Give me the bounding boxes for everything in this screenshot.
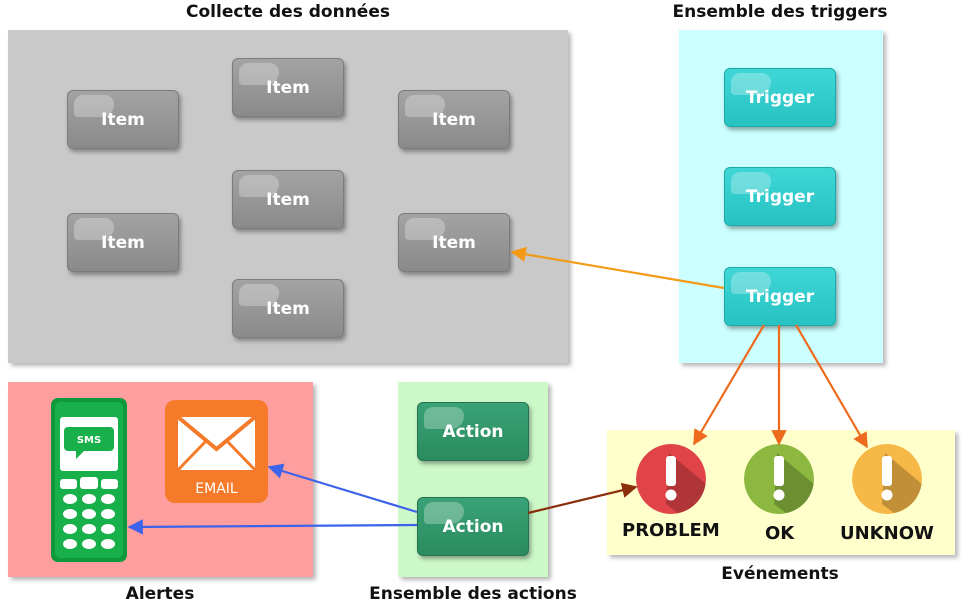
event-label-problem: PROBLEM: [622, 520, 720, 541]
actions-title: Ensemble des actions: [369, 584, 577, 604]
item-box[interactable]: Item: [232, 58, 344, 117]
item-label: Item: [266, 77, 310, 98]
item-box[interactable]: Item: [67, 213, 179, 272]
item-box[interactable]: Item: [67, 90, 179, 149]
trigger-label: Trigger: [745, 186, 815, 207]
sms-phone-icon: SMS: [51, 398, 127, 562]
action-box[interactable]: Action: [417, 402, 529, 461]
sms-text: SMS: [77, 435, 101, 446]
item-label: Item: [432, 232, 476, 253]
ok-warning-icon: [744, 444, 814, 514]
trigger-to-unknow-arrow: [795, 324, 868, 449]
item-box[interactable]: Item: [232, 279, 344, 338]
trigger-label: Trigger: [745, 286, 815, 307]
trigger-box[interactable]: Trigger: [724, 68, 836, 127]
trigger-box[interactable]: Trigger: [724, 267, 836, 326]
collecte-title: Collecte des données: [186, 2, 390, 22]
item-label: Item: [432, 109, 476, 130]
item-box[interactable]: Item: [398, 90, 510, 149]
email-text: EMAIL: [195, 481, 238, 497]
event-label-unknow: UNKNOW: [840, 523, 934, 544]
item-box[interactable]: Item: [232, 170, 344, 229]
item-label: Item: [101, 109, 145, 130]
action-label: Action: [442, 516, 504, 537]
triggers-title: Ensemble des triggers: [672, 2, 888, 22]
trigger-label: Trigger: [745, 87, 815, 108]
action-to-problem-arrow: [527, 482, 638, 515]
event-label-ok: OK: [765, 523, 795, 544]
trigger-box[interactable]: Trigger: [724, 167, 836, 226]
action-box[interactable]: Action: [417, 497, 529, 556]
trigger-to-item-arrow: [510, 246, 725, 290]
item-label: Item: [101, 232, 145, 253]
email-icon: EMAIL: [165, 400, 268, 503]
item-label: Item: [266, 298, 310, 319]
alertes-title: Alertes: [125, 584, 195, 604]
action-to-email-arrow: [267, 463, 418, 514]
problem-warning-icon: [636, 444, 706, 514]
unknow-warning-icon: [852, 444, 922, 514]
action-label: Action: [442, 421, 504, 442]
item-box[interactable]: Item: [398, 213, 510, 272]
item-label: Item: [266, 189, 310, 210]
trigger-to-problem-arrow: [693, 324, 765, 446]
action-to-sms-arrow: [127, 519, 418, 535]
evenements-title: Evénements: [721, 564, 839, 584]
